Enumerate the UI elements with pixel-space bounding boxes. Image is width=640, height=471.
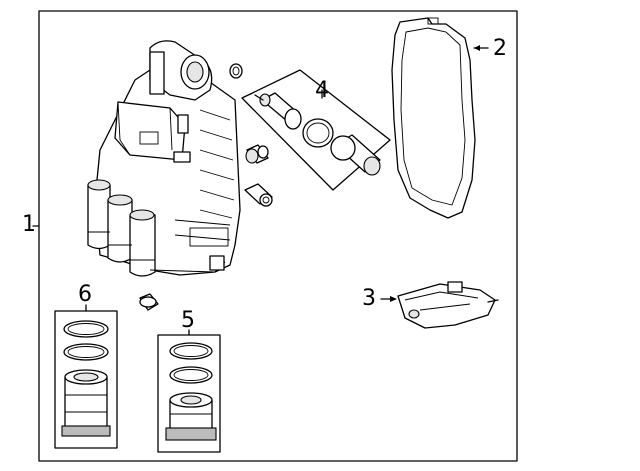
filter-kit-5 xyxy=(157,329,221,453)
callout-3: 3 xyxy=(362,286,376,311)
filter-kit-group xyxy=(241,69,391,191)
valve-body-assembly xyxy=(87,40,241,277)
oil-pan-gasket xyxy=(391,17,489,219)
sleeve-part xyxy=(245,144,269,164)
callout-6: 6 xyxy=(78,282,92,307)
drain-fitting xyxy=(139,293,159,311)
oil-filter-tray xyxy=(380,281,499,329)
callout-2: 2 xyxy=(493,36,507,61)
filter-kit-6 xyxy=(54,304,118,449)
callout-5: 5 xyxy=(181,308,195,333)
callout-4: 4 xyxy=(315,78,329,103)
callout-1: 1 xyxy=(22,212,36,237)
diagram-frame xyxy=(38,10,518,462)
plug-part xyxy=(244,183,273,207)
o-ring-small xyxy=(229,63,243,79)
